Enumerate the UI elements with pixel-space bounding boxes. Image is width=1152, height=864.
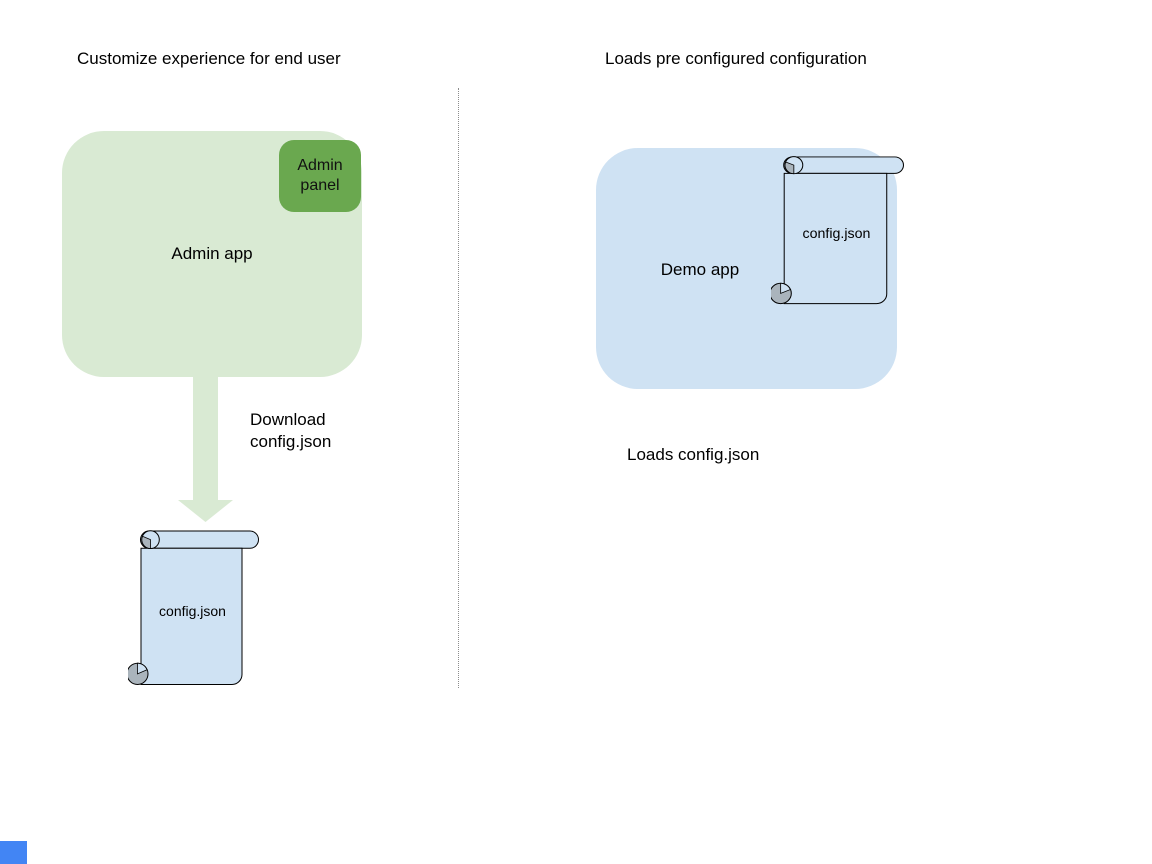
scroll-body [783, 172, 888, 305]
scroll-top-curl-shade [784, 161, 795, 175]
admin-panel-label: Admin panel [297, 157, 343, 194]
download-arrow [178, 376, 233, 522]
scroll-bottom-curl-notch [780, 282, 791, 294]
config-json-label-left: config.json [159, 603, 226, 619]
admin-app-label: Admin app [171, 244, 253, 263]
corner-marker [0, 841, 27, 864]
download-arrow-shape [178, 376, 233, 522]
config-scroll-left: config.json [128, 530, 259, 685]
download-arrow-label: Download config.json [250, 409, 360, 453]
demo-app-label: Demo app [660, 260, 740, 279]
loads-config-caption: Loads config.json [627, 445, 760, 464]
config-json-label-right: config.json [803, 226, 871, 242]
left-section-title: Customize experience for end user [77, 49, 341, 68]
download-arrow-label-line1: Download [250, 410, 326, 429]
config-scroll-right: config.json [771, 156, 904, 305]
admin-panel-box: Admin panel [279, 140, 361, 212]
scroll-body [140, 547, 243, 685]
right-section-title: Loads pre configured configuration [605, 49, 867, 68]
scroll-top-curl-shade [141, 535, 151, 549]
download-arrow-label-line2: config.json [250, 432, 332, 451]
section-divider-dotted-line [458, 88, 459, 688]
scroll-bottom-curl-notch [137, 662, 148, 675]
